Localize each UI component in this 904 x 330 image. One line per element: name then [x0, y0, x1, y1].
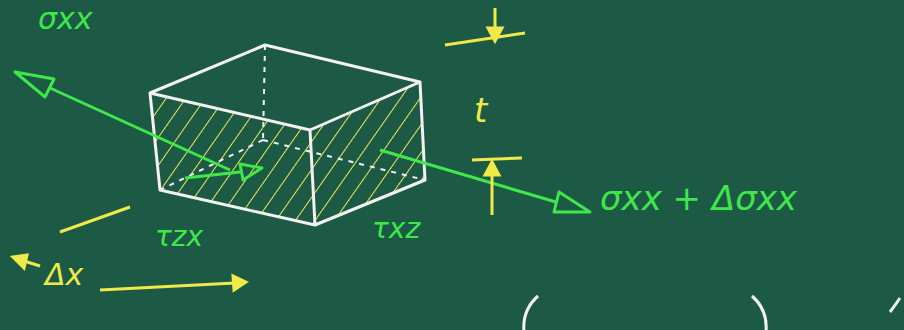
thickness-dimension — [445, 8, 525, 215]
stress-label: σxx + Δσxx — [600, 180, 797, 217]
bracket-marks — [524, 296, 900, 330]
dimension-label: t — [474, 92, 487, 129]
box-outline — [150, 45, 425, 225]
shear-label: τxz — [372, 214, 420, 245]
hidden-edges — [160, 45, 425, 190]
stress-label: σxx — [38, 2, 93, 35]
length-dimension — [13, 207, 246, 290]
shear-label: τzx — [155, 222, 203, 253]
stress-arrows — [15, 72, 590, 212]
dimension-label: Δx — [45, 258, 83, 291]
